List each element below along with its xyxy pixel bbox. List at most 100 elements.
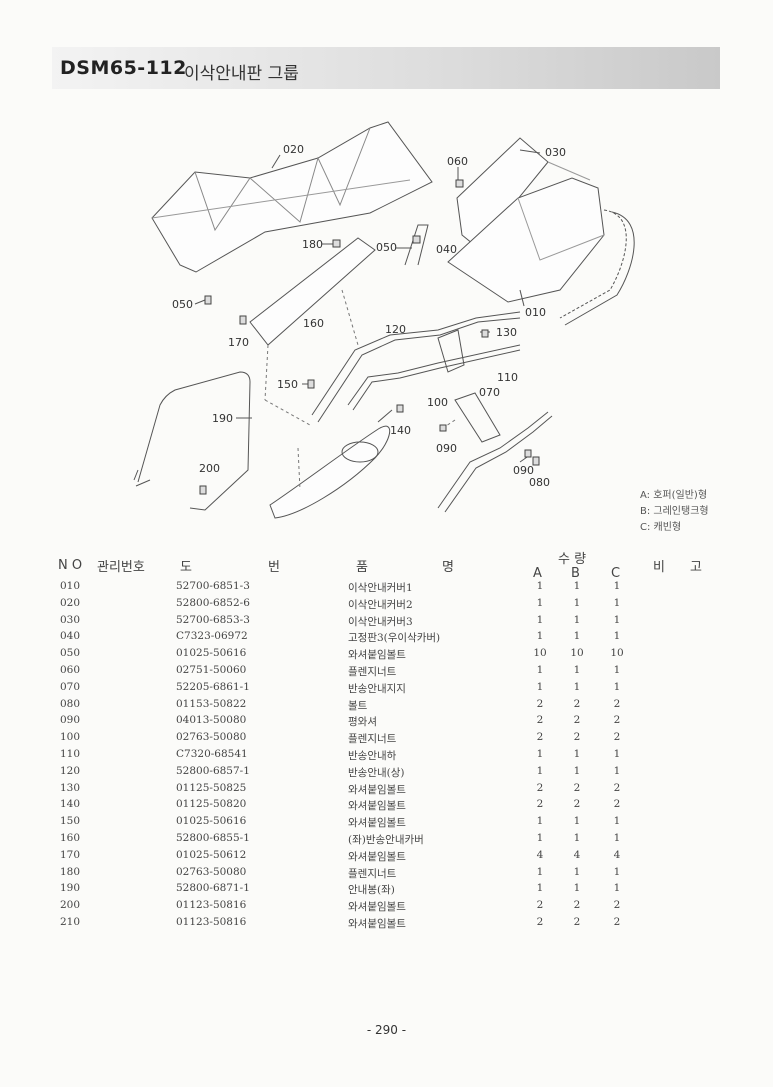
row-no: 210 [60,916,81,928]
row-qty-a: 1 [536,664,544,676]
row-qty-a: 1 [536,613,544,626]
row-qty-b: 2 [573,899,581,912]
row-part-number: 02751-50060 [176,664,247,676]
row-part-number: 01025-50616 [176,647,247,660]
row-qty-a: 2 [536,714,544,727]
row-part-name: 반송안내(상) [348,766,405,779]
row-qty-c: 2 [613,798,621,811]
row-qty-b: 1 [573,613,581,626]
row-qty-c: 2 [613,781,621,794]
header-col-a: A [533,566,542,581]
row-qty-b: 2 [573,731,581,744]
row-no: 200 [60,899,81,912]
row-qty-b: 2 [573,697,581,710]
row-qty-a: 1 [536,832,544,844]
callout-030: 030 [545,146,566,159]
row-qty-b: 1 [573,832,581,844]
row-qty-b: 2 [573,916,581,928]
header-note-2: 고 [690,560,702,575]
callout-070: 070 [479,386,500,399]
callout-110: 110 [497,371,518,384]
row-part-name: 와셔붙임볼트 [348,649,406,662]
row-qty-c: 2 [613,899,621,912]
row-part-name: 고정판3(우이삭카버) [348,632,441,645]
callout-050: 050 [172,298,193,311]
callout-170: 170 [228,336,249,349]
row-qty-a: 1 [536,815,544,828]
legend-item-c: C: 캐빈형 [640,522,682,533]
row-qty-b: 2 [573,798,581,811]
row-part-number: 04013-50080 [176,714,247,727]
row-part-number: 52800-6857-1 [176,764,250,777]
row-qty-c: 1 [613,748,621,760]
row-part-number: 01125-50825 [176,781,247,794]
row-no: 020 [60,596,81,609]
row-part-number: 52800-6852-6 [176,596,250,609]
header-name-1: 품 [356,560,368,575]
row-qty-b: 10 [570,647,584,660]
header-mgmt-no: 관리번호 [97,560,145,575]
row-part-name: 반송안내지지 [348,682,406,695]
callout-040: 040 [436,243,457,256]
header-bar: DSM65-112 이삭안내판 그룹 [52,47,720,89]
row-part-number: C7323-06972 [176,630,248,643]
row-part-name: 평와셔 [348,716,377,729]
row-qty-c: 2 [613,916,621,928]
row-qty-b: 1 [573,748,581,760]
row-no: 130 [60,781,81,794]
row-part-number: 02763-50080 [176,731,247,744]
row-qty-c: 2 [613,731,621,744]
row-qty-c: 1 [613,596,621,609]
row-no: 190 [60,882,81,895]
callout-060: 060 [447,155,468,168]
row-no: 050 [60,647,81,660]
row-no: 060 [60,664,81,676]
row-part-name: 와셔붙임볼트 [348,918,406,930]
row-qty-a: 10 [533,647,547,660]
legend-item-b: B: 그레인탱크형 [640,506,709,517]
row-qty-b: 1 [573,664,581,676]
row-part-number: 02763-50080 [176,865,247,878]
row-part-number: 01123-50816 [176,916,247,928]
variant-legend: A: 호퍼(일반)형 B: 그레인탱크형 C: 캐빈형 [640,488,709,536]
row-part-number: C7320-68541 [176,748,248,760]
row-no: 030 [60,613,81,626]
callout-140: 140 [390,424,411,437]
row-part-name: 플렌지너트 [348,666,397,678]
parts-drawing [133,121,635,519]
row-qty-c: 1 [613,764,621,777]
row-part-number: 52800-6871-1 [176,882,250,895]
row-qty-a: 1 [536,748,544,760]
row-qty-b: 2 [573,781,581,794]
row-part-number: 52205-6861-1 [176,680,250,693]
callout-150: 150 [277,378,298,391]
row-qty-a: 2 [536,781,544,794]
header-note-1: 비 [653,560,665,575]
header-drawing-2: 번 [268,560,280,575]
row-no: 120 [60,764,81,777]
row-part-number: 52700-6851-3 [176,580,250,592]
row-qty-a: 1 [536,630,544,643]
row-qty-b: 1 [573,882,581,895]
row-qty-c: 1 [613,580,621,592]
row-qty-c: 2 [613,697,621,710]
row-qty-c: 2 [613,714,621,727]
legend-item-a: A: 호퍼(일반)형 [640,490,708,501]
row-qty-b: 1 [573,865,581,878]
row-part-name: 와셔붙임볼트 [348,783,406,796]
row-qty-c: 1 [613,832,621,844]
callout-190: 190 [212,412,233,425]
